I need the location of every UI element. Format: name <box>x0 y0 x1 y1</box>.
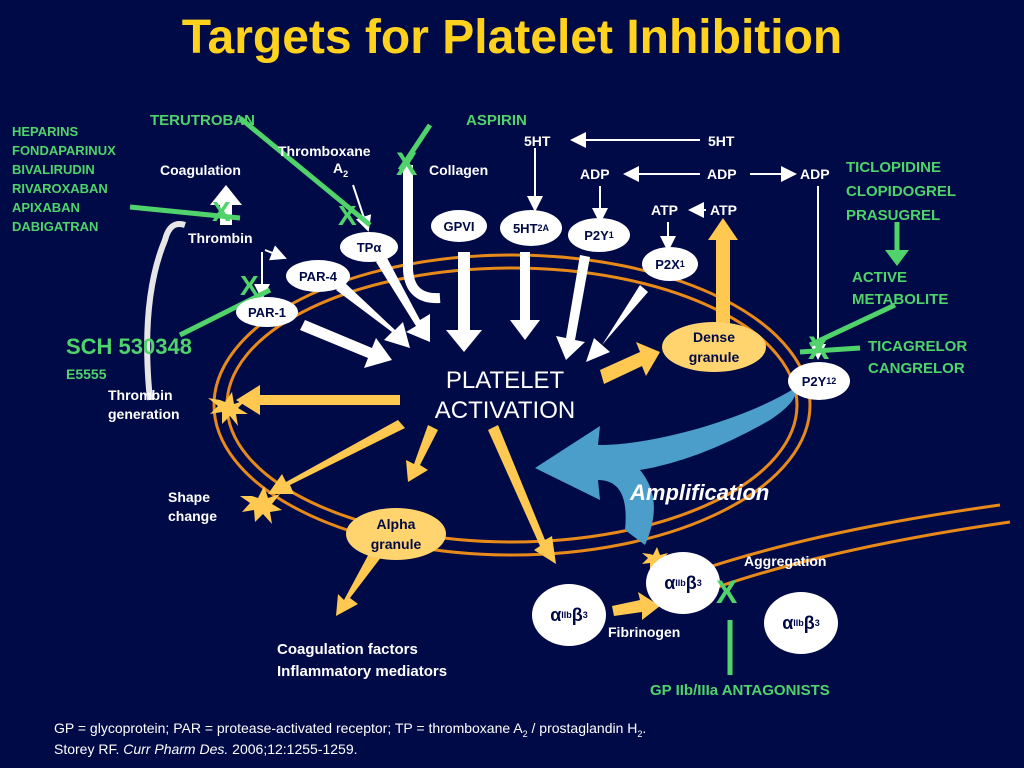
shape-change-burst <box>240 486 282 524</box>
receptor-arrows <box>300 252 648 368</box>
atp-left-label: ATP <box>651 202 678 218</box>
coagulation-label: Coagulation <box>160 162 241 178</box>
collagen-label: Collagen <box>429 162 489 178</box>
thromboxane-a2-label: A2 <box>333 160 349 179</box>
thrombin-label: Thrombin <box>188 230 253 246</box>
drug-heparins: HEPARINS <box>12 124 79 139</box>
drug-clopidogrel: CLOPIDOGREL <box>846 183 957 200</box>
thromboxane-label: Thromboxane <box>278 143 371 159</box>
terutroban-label: TERUTROBAN <box>150 112 255 129</box>
serotonin-left-label: 5HT <box>524 133 551 149</box>
adp-right-label: ADP <box>800 166 830 182</box>
aspirin-label: ASPIRIN <box>466 112 527 129</box>
thrombin-generation-curve <box>144 221 186 401</box>
drug-cangrelor: CANGRELOR <box>868 360 965 377</box>
drug-bivalirudin: BIVALIRUDIN <box>12 162 95 177</box>
gp-iib-iiia-antagonists-label: GP IIb/IIIa ANTAGONISTS <box>650 682 830 699</box>
amplification-arrow <box>535 388 796 545</box>
receptor-par-4: PAR-4 <box>286 260 350 292</box>
inhibition-x-p2y12: X <box>808 330 830 366</box>
coagulation-factors-label: Coagulation factors Inflammatory mediato… <box>277 641 448 680</box>
aggregation-label: Aggregation <box>744 553 827 569</box>
inhibition-x-tp: X <box>338 200 357 231</box>
thienopyridine-list: TICLOPIDINE CLOPIDOGREL PRASUGREL <box>846 156 956 228</box>
footnote-reference: Storey RF. Curr Pharm Des. 2006;12:1255-… <box>54 741 358 757</box>
thrombin-generation-label: Thrombin generation <box>108 387 180 422</box>
inhibition-x-gp-iib-iiia: X <box>716 574 738 610</box>
drug-prasugrel: PRASUGREL <box>846 207 941 224</box>
drug-dabigatran: DABIGATRAN <box>12 219 99 234</box>
activation-burst <box>642 547 670 572</box>
drug-ticlopidine: TICLOPIDINE <box>846 159 942 176</box>
platelet-membrane-outer <box>212 253 812 557</box>
adp-left-label: ADP <box>580 166 610 182</box>
coagulation-up-arrow <box>210 185 242 225</box>
e5555-label: E5555 <box>66 366 107 382</box>
drug-fondaparinux: FONDAPARINUX <box>12 143 116 158</box>
aggregating-platelet-membrane <box>699 503 1001 572</box>
ticagrelor-list: TICAGRELOR CANGRELOR <box>868 336 967 380</box>
drug-rivaroxaban: RIVAROXABAN <box>12 181 108 196</box>
sch-530348-label: SCH 530348 <box>66 334 192 359</box>
amplification-label: Amplification <box>630 480 770 505</box>
inhibition-x-aspirin: X <box>396 146 418 182</box>
platelet-activation-label: PLATELET ACTIVATION <box>434 367 576 424</box>
inhibition-x-coagulation: X <box>212 196 231 227</box>
thrombin-generation-burst <box>208 392 248 426</box>
adp-mid-label: ADP <box>707 166 737 182</box>
drug-apixaban: APIXABAN <box>12 200 80 215</box>
receptor-par-1: PAR-1 <box>236 297 298 327</box>
page-title: Targets for Platelet Inhibition <box>181 11 843 64</box>
anticoagulant-list: HEPARINS FONDAPARINUX BIVALIRUDIN RIVARO… <box>12 122 116 236</box>
shape-change-label: Shape change <box>168 489 218 524</box>
fibrinogen-label: Fibrinogen <box>608 624 681 640</box>
activation-output-arrows <box>236 218 738 620</box>
active-metabolite-arrow <box>885 250 909 266</box>
collagen-fiber <box>403 165 441 304</box>
footnote-abbreviations: GP = glycoprotein; PAR = protease-activa… <box>54 720 647 739</box>
serotonin-right-label: 5HT <box>708 133 735 149</box>
active-metabolite-label: ACTIVE METABOLITE <box>852 269 949 308</box>
inhibition-x-par-1: X <box>240 270 259 301</box>
drug-ticagrelor: TICAGRELOR <box>868 338 968 355</box>
atp-right-label: ATP <box>710 202 737 218</box>
receptor-gpvi: GPVI <box>431 210 487 242</box>
